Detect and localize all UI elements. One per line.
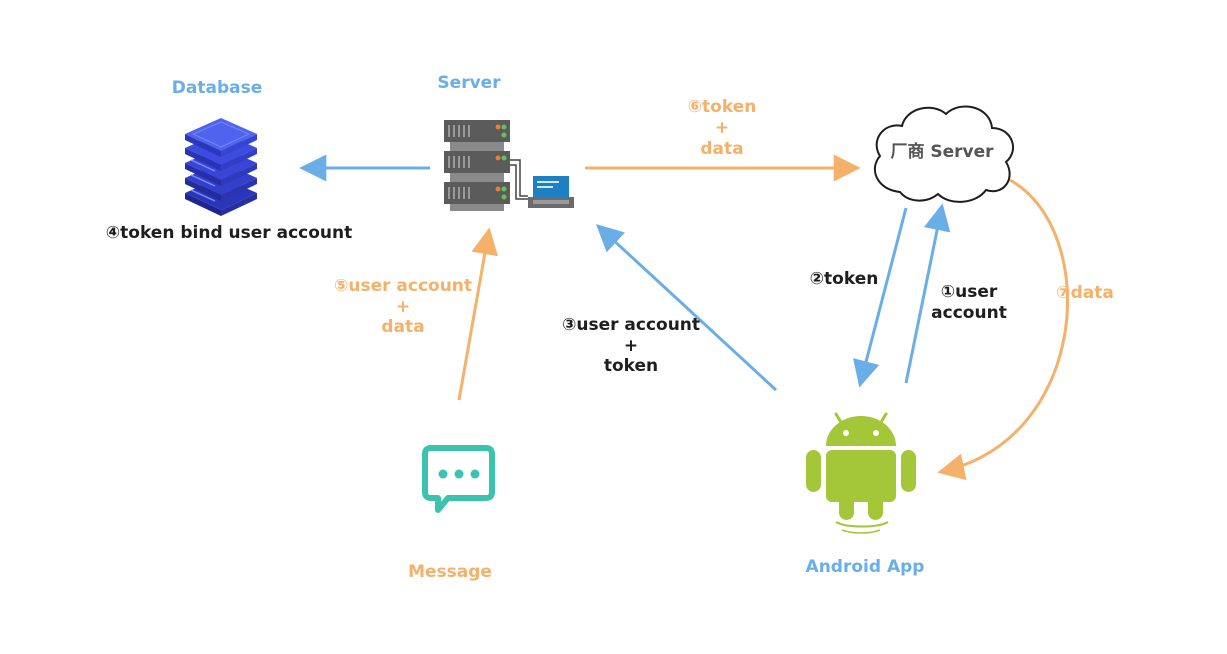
step2-label: ②token xyxy=(809,269,879,289)
arrow-message-to-server xyxy=(457,227,499,401)
vendor-server-label: 厂商 Server xyxy=(890,142,994,162)
step6-label-line2: + xyxy=(714,118,730,138)
computer-terminal-icon xyxy=(528,176,574,208)
database-label: Database xyxy=(171,78,263,98)
cloud-icon xyxy=(873,105,1014,203)
step5-label-line3: data xyxy=(381,317,425,337)
step7-label: ⑦data xyxy=(1056,283,1114,303)
step3-label-line3: token xyxy=(603,356,659,376)
database-icon xyxy=(185,118,257,216)
android-app-label: Android App xyxy=(805,557,925,577)
arrow-app-to-vendor xyxy=(904,203,951,384)
arrow-app-to-server xyxy=(596,224,778,392)
step4-label: ④token bind user account xyxy=(105,223,353,243)
step5-label-line1: ⑤user account xyxy=(333,276,473,296)
message-label: Message xyxy=(408,562,492,582)
message-bubble-icon xyxy=(422,445,495,513)
step3-label-line2: + xyxy=(623,336,639,356)
step1-label-line1: ①user xyxy=(940,282,998,302)
step3-label-line1: ③user account xyxy=(561,315,701,335)
arrow-vendor-to-app-data xyxy=(937,178,1070,481)
step6-label-line3: data xyxy=(700,139,744,159)
step5-label-line2: + xyxy=(395,297,411,317)
android-robot-icon xyxy=(806,412,916,534)
server-label: Server xyxy=(437,73,501,93)
server-rack-icon xyxy=(444,120,528,211)
step6-label-line1: ⑥token xyxy=(687,97,757,117)
step1-label-line2: account xyxy=(931,303,1007,323)
arrow-vendor-to-app xyxy=(853,207,908,388)
